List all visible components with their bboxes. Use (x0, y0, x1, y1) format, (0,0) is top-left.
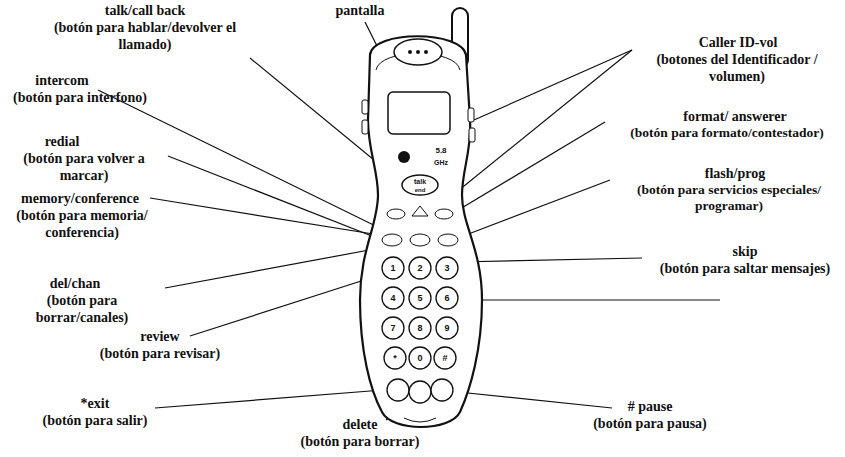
earpiece-hole (416, 50, 420, 54)
earpiece-hole (408, 50, 412, 54)
leader-line (155, 390, 383, 408)
talk-button (402, 175, 438, 195)
key-label: * (393, 354, 397, 363)
key-label: 2 (417, 264, 422, 273)
key-label: 8 (417, 324, 422, 333)
side-button (362, 120, 368, 134)
key (409, 287, 431, 309)
key-label: # (442, 354, 447, 363)
key (382, 317, 404, 339)
function-button (438, 234, 458, 246)
callout-label: (botón para servicios especiales/ progra… (618, 182, 840, 215)
key (409, 317, 431, 339)
callout-label: redial (12, 133, 112, 150)
leader-line (457, 258, 642, 262)
key-label: 0 (417, 354, 422, 363)
callout-label: (botón para formato/contestador) (611, 125, 843, 141)
leader-line (168, 156, 382, 240)
earpiece (394, 39, 442, 65)
key-label: 9 (444, 324, 449, 333)
callout-label: delete (315, 416, 405, 433)
callout-label: (botones del Identificador / volumen) (637, 51, 837, 85)
callout-label: (botón para salir) (30, 412, 160, 429)
key-label: 5 (417, 294, 422, 303)
logo-dot (398, 151, 410, 163)
key (434, 347, 456, 369)
callout-label: *exit (50, 395, 140, 412)
callout-label: talk/call back (25, 2, 265, 19)
function-button (382, 234, 402, 246)
display-screen (388, 92, 450, 134)
key (382, 257, 404, 279)
key-label: 5.8 (435, 147, 446, 155)
key-label: 3 (444, 264, 449, 273)
leader-line (190, 274, 383, 336)
callout-label: format/ answerer (655, 108, 815, 125)
key (431, 379, 453, 401)
callout-label: (botón para saltar mensajes) (647, 260, 843, 277)
key (409, 381, 431, 403)
leader-line (150, 198, 398, 238)
callout-label: (botón para borrar/canales) (2, 292, 162, 326)
key-label: 1 (390, 264, 395, 273)
callout-label: flash/prog (660, 165, 810, 182)
nav-button (387, 209, 405, 219)
key (382, 287, 404, 309)
leader-line (474, 50, 632, 120)
key (436, 317, 458, 339)
callout-label: skip (695, 243, 795, 260)
earpiece-hole (424, 50, 428, 54)
callout-label: (botón para pausa) (585, 415, 715, 432)
key-label: 4 (390, 294, 395, 303)
key (436, 257, 458, 279)
side-button (469, 128, 475, 142)
callout-label: (botón para interfono) (2, 89, 158, 106)
callout-label: intercom (2, 72, 122, 89)
callout-label: del/chan (20, 275, 130, 292)
microphone-slot (404, 418, 436, 422)
key-label: 7 (390, 324, 395, 333)
function-button (410, 234, 430, 246)
key (436, 287, 458, 309)
vol-up-button (412, 206, 428, 216)
key-label: 6 (444, 294, 449, 303)
key (409, 257, 431, 279)
side-button (468, 108, 474, 122)
leader-line (165, 248, 380, 288)
key-label: GHz (434, 159, 448, 166)
key (387, 379, 409, 401)
callout-label: memory/conference (5, 190, 155, 207)
keypad (382, 257, 458, 403)
key (384, 347, 406, 369)
callout-label: (botón para volver a marcar) (2, 150, 166, 184)
side-button (362, 100, 368, 114)
nav-button (435, 209, 453, 219)
key (409, 347, 431, 369)
leader-line (458, 180, 610, 238)
key-label: talk (414, 178, 426, 185)
key-label: end (415, 187, 426, 193)
leader-line (450, 122, 605, 215)
callout-label: (botón para memoria/ conferencia) (4, 207, 160, 241)
callout-label: pantalla (300, 2, 420, 19)
callout-label: (botón para borrar) (290, 433, 430, 450)
callout-label: # pause (605, 398, 695, 415)
leader-line (459, 299, 720, 300)
callout-label: review (115, 328, 205, 345)
callout-label: Caller ID-vol (663, 34, 813, 51)
callout-label: (botón para revisar) (85, 345, 235, 362)
callout-label: (botón para hablar/devolver el llamado) (29, 19, 261, 53)
leader-line (458, 392, 612, 408)
phone-body (360, 36, 482, 427)
